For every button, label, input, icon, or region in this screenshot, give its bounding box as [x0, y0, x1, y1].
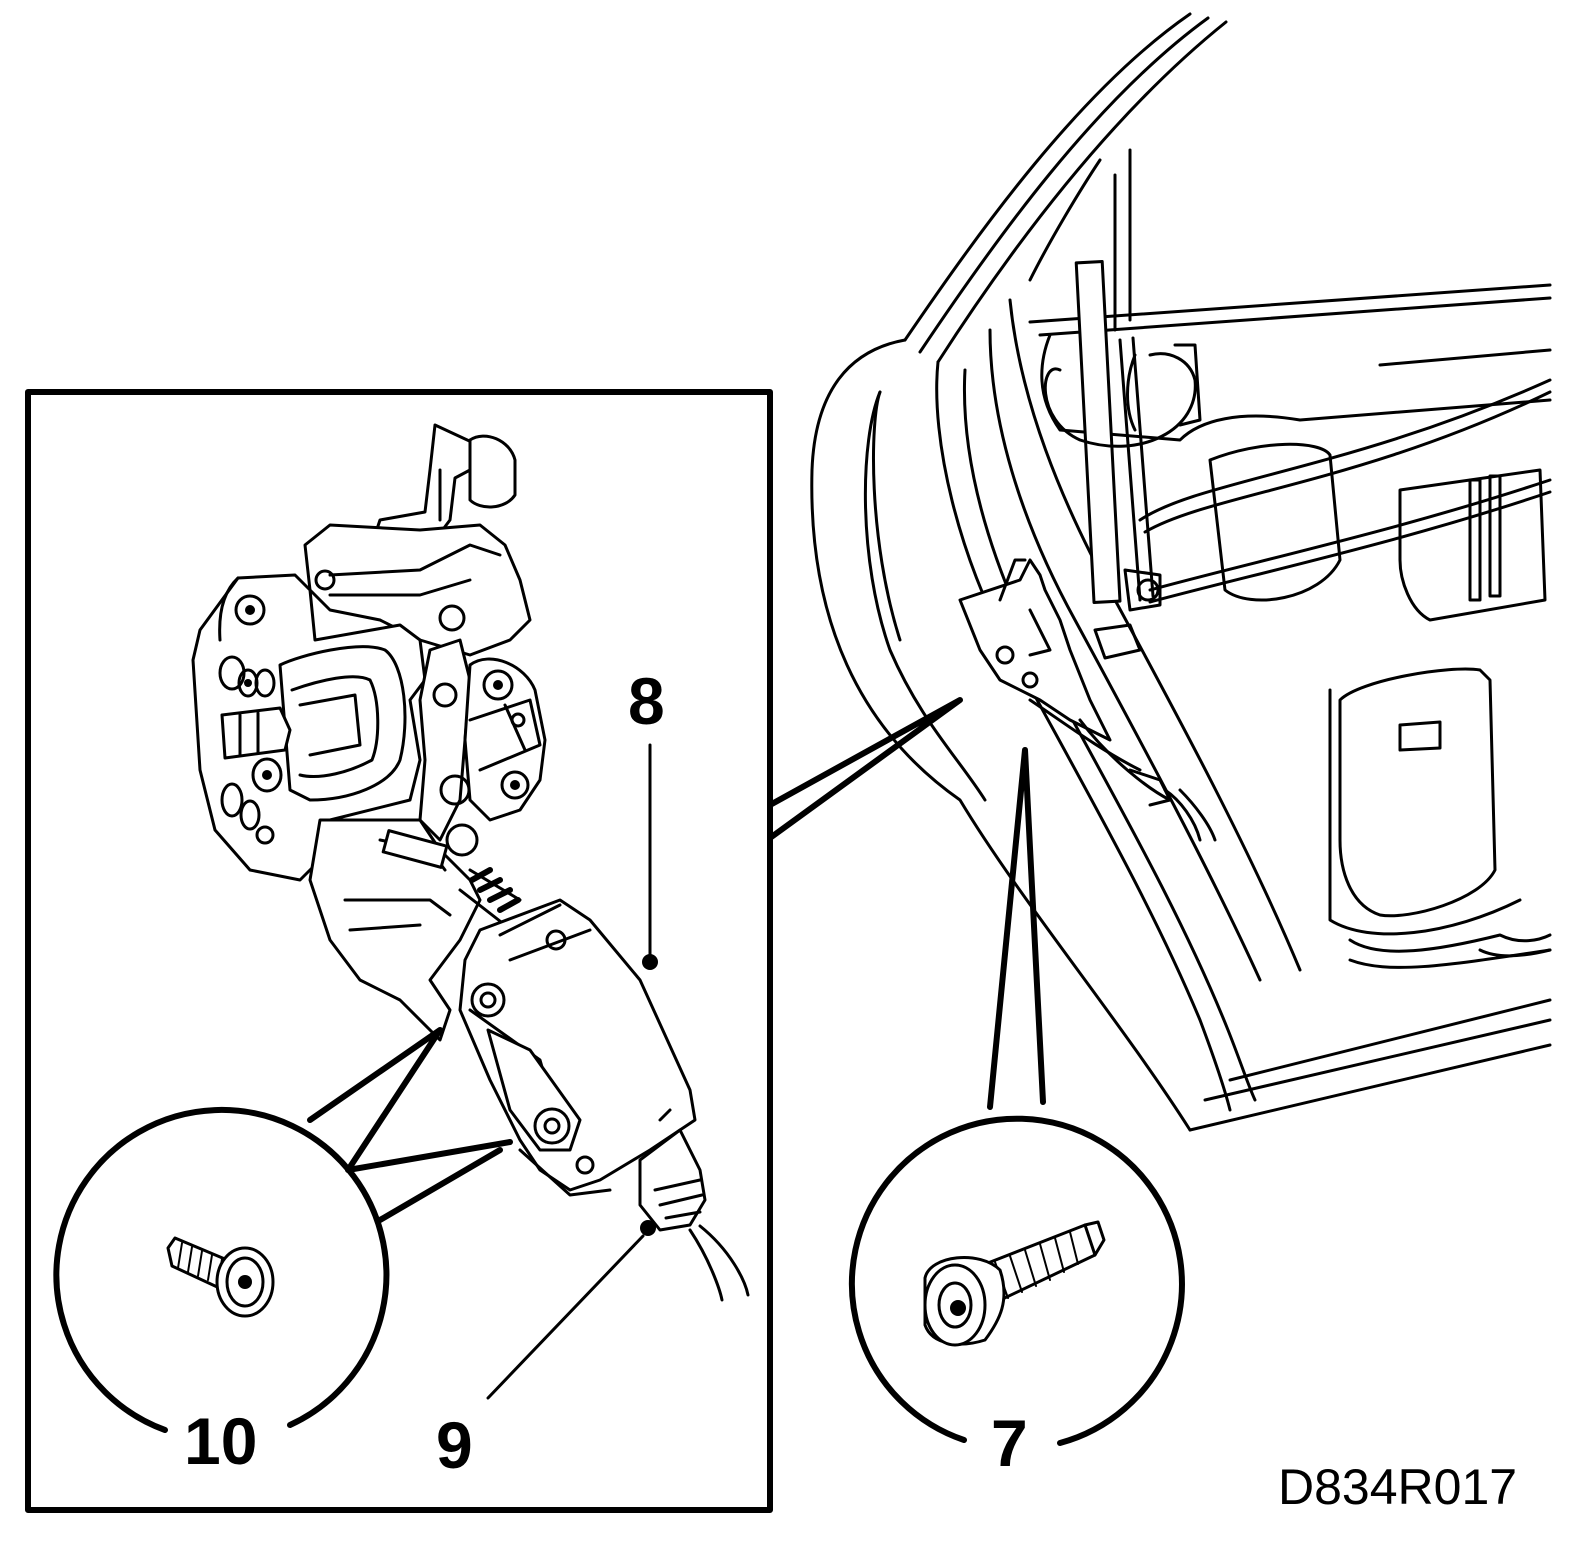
- figure-reference-code: D834R017: [1278, 1459, 1518, 1515]
- callout-label-7: 7: [985, 1410, 1034, 1476]
- door-inner-panel: [1040, 260, 1552, 969]
- inset-leader-lines: [767, 697, 963, 841]
- detail-circle-7: [848, 1115, 1185, 1446]
- leader-lines: [307, 743, 1046, 1400]
- screw-10-icon: [166, 1236, 275, 1318]
- detail-circle-10: [53, 1106, 390, 1433]
- callout-label-10: 10: [178, 1408, 264, 1474]
- callout-label-8: 8: [622, 668, 671, 734]
- screw-7-icon: [923, 1220, 1106, 1347]
- car-door-frame: [810, 12, 1552, 1132]
- door-lock-installed: [958, 558, 1217, 842]
- inset-frame: [25, 389, 773, 1513]
- door-lock-assembly: [191, 423, 750, 1302]
- callout-label-9: 9: [430, 1412, 479, 1478]
